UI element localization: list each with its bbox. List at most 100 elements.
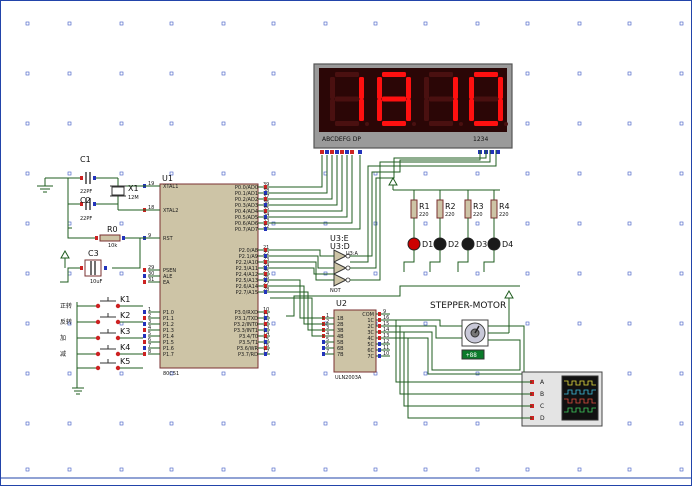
grid-marker [679, 271, 684, 276]
key-k4[interactable]: 减K4 [60, 343, 143, 358]
p0-segment-wires [270, 155, 361, 230]
r0-ref: R0 [107, 225, 118, 234]
grid-marker [423, 21, 428, 26]
grid-marker [25, 121, 30, 126]
u1-left-pin-marker [143, 352, 146, 356]
u1-right-pin-marker [264, 352, 267, 356]
u1-left-pin-name: ALE [163, 274, 172, 280]
u1-left-pin-name: P1.7 [163, 352, 174, 358]
display-segment-pin [335, 150, 339, 154]
grid-marker [577, 71, 582, 76]
not-gates-u3[interactable]: U3:E U3:D U3:A NOT [270, 150, 497, 294]
led-d1[interactable]: D1 [403, 237, 433, 272]
segment-dp [365, 122, 369, 126]
grid-marker [475, 467, 480, 472]
u1-right-pin-marker [264, 185, 267, 189]
grid-marker [67, 467, 72, 472]
u1-right-pin-name: P0.6/AD6 [235, 221, 258, 227]
u1-right-pin-name: P0.2/AD2 [235, 197, 258, 203]
capacitor-c2[interactable]: C2 22PF [80, 196, 96, 222]
display-segment-pin [358, 150, 362, 154]
segment-c [453, 99, 458, 121]
u1-right-pin-name: P2.0/A8 [239, 248, 258, 254]
reset-circuit[interactable]: R0 10k C3 10uF [60, 225, 160, 285]
stepper-motor[interactable]: STEPPER-MOTOR +88 [430, 289, 514, 360]
grid-marker [119, 171, 124, 176]
led-d4[interactable]: D4 [483, 237, 513, 272]
grid-marker [271, 171, 276, 176]
resistor-ref: R3 [473, 202, 484, 211]
key-contact [115, 319, 121, 325]
grid-marker [271, 21, 276, 26]
u1-right-pin-name: P3.3/INT1 [234, 328, 258, 334]
capacitor-c1[interactable]: C1 22PF [80, 155, 96, 195]
grid-marker [525, 321, 530, 326]
grid-marker [627, 321, 632, 326]
grid-marker [679, 371, 684, 376]
key-k3[interactable]: 加K3 [60, 327, 143, 342]
oscilloscope[interactable]: ABCD [521, 371, 603, 427]
u1-right-pin-marker [264, 290, 267, 294]
capacitor-c3[interactable]: C3 10uF [80, 249, 107, 285]
u1-right-pin-name: P0.3/AD3 [235, 203, 258, 209]
u1-left-pin-name: RST [163, 236, 174, 242]
grid-marker [271, 271, 276, 276]
scope-channel-label: D [540, 415, 545, 422]
u1-right-pin-marker [264, 272, 267, 276]
grid-marker [679, 21, 684, 26]
segment-b [359, 77, 364, 99]
u1-left-pin-marker [143, 346, 146, 350]
crystal-x1[interactable]: X1 12M [110, 184, 139, 201]
grid-marker [119, 121, 124, 126]
grid-marker [525, 21, 530, 26]
resistor-value: 220 [499, 212, 509, 218]
key-k5[interactable]: K5 [77, 357, 143, 371]
u1-right-pin-name: P3.1/TXD [235, 316, 258, 322]
u2-output-pin-marker [378, 330, 381, 334]
grid-marker [577, 271, 582, 276]
u2-output-pin-name: COM [362, 312, 374, 318]
segment-g [382, 96, 406, 102]
crystal-circuit[interactable]: C1 22PF C2 22PF X1 12M [37, 155, 160, 229]
led-d2[interactable]: D2 [429, 237, 459, 272]
grid-marker [423, 421, 428, 426]
scope-channel-label: C [540, 403, 544, 410]
u2-output-pin-num: 16 [383, 315, 389, 321]
segment-a [474, 72, 498, 77]
resistor-r0[interactable]: R0 10k [95, 225, 125, 249]
led-ref: D2 [448, 240, 459, 249]
seven-segment-display[interactable]: ABCDEFG DP 1234 [313, 63, 513, 154]
u1-right-pin-name: P3.5/T1 [239, 340, 258, 346]
u1-right-pin-marker [264, 248, 267, 252]
u1-right-pin-marker [264, 197, 267, 201]
u1-right-pin-marker [264, 346, 267, 350]
u1-left-pin-marker [143, 334, 146, 338]
resistor-ref: R4 [499, 202, 510, 211]
resistor-ref: R1 [419, 202, 430, 211]
segment-dp [459, 122, 463, 126]
key-contact [95, 319, 101, 325]
resistor-body [436, 199, 444, 219]
grid-marker [67, 421, 72, 426]
led-d3[interactable]: D3 [457, 237, 487, 272]
key-ref: K5 [120, 357, 130, 366]
segment-b [453, 77, 458, 99]
resistor-value: 220 [419, 212, 429, 218]
u1-left-pin-num: 9 [148, 233, 151, 239]
u1-left-pin-num: 3 [148, 319, 151, 325]
grid-marker [323, 421, 328, 426]
u1-right-pin-marker [264, 334, 267, 338]
c1-ref: C1 [80, 155, 91, 164]
u1-left-pin-name: P1.0 [163, 310, 174, 316]
